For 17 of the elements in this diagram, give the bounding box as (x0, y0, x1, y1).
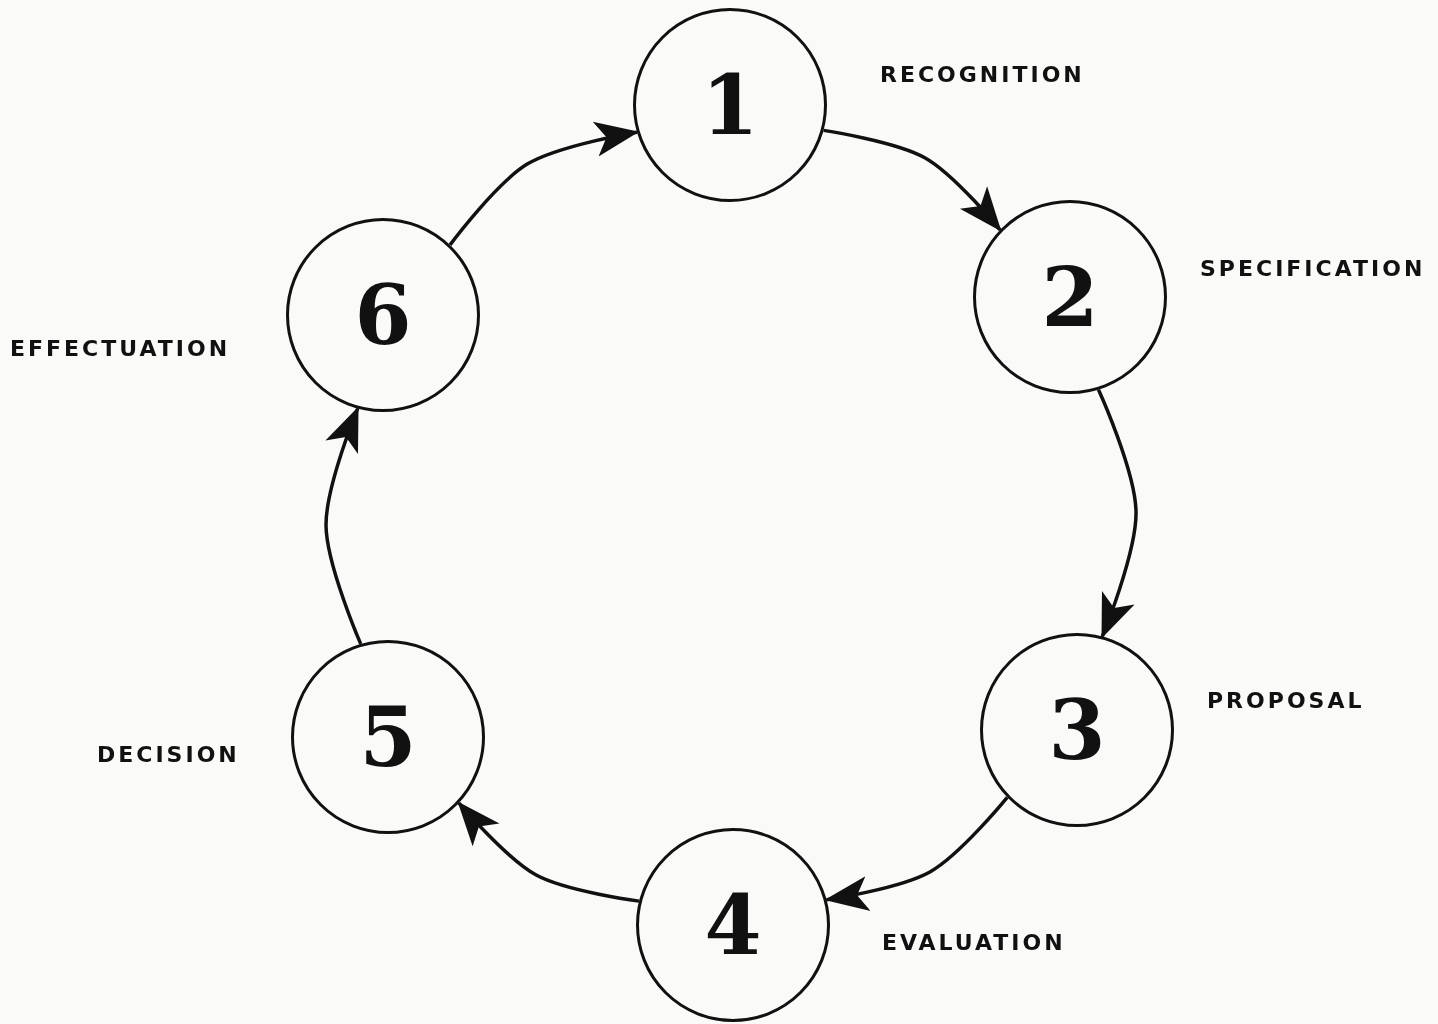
step-label: SPECIFICATION (1200, 256, 1426, 281)
step-number: 3 (1048, 689, 1106, 771)
arrow (824, 796, 1009, 911)
arrow (1096, 389, 1138, 639)
arrow (457, 801, 640, 903)
step-label: RECOGNITION (880, 62, 1085, 87)
step-label: EVALUATION (882, 930, 1066, 955)
step-label: PROPOSAL (1207, 688, 1365, 713)
step-number: 2 (1041, 256, 1099, 338)
step-number: 6 (354, 274, 412, 356)
step-number: 1 (701, 64, 759, 146)
step-label: EFFECTUATION (10, 336, 231, 361)
arrow (823, 128, 1002, 232)
step-number: 5 (359, 696, 417, 778)
step-label: DECISION (97, 742, 240, 767)
step-number: 4 (704, 884, 762, 966)
arrow (324, 406, 363, 645)
